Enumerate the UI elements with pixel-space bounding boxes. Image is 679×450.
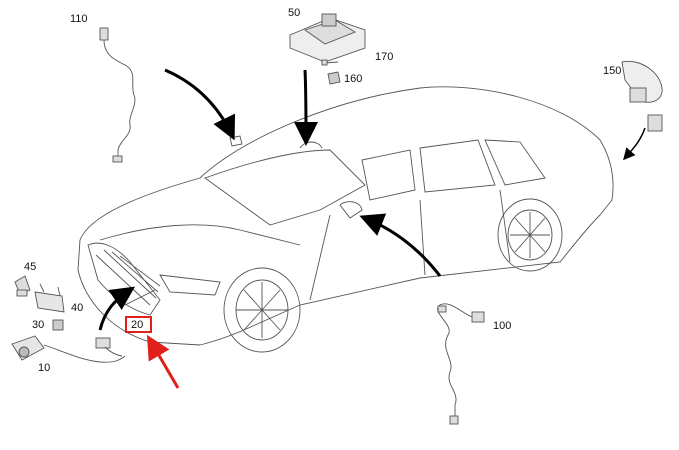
sensor-part-icon-45 (14, 275, 31, 297)
callout-150: 150 (603, 65, 622, 77)
callout-100: 100 (493, 320, 512, 332)
callout-45: 45 (24, 261, 37, 273)
screw-part-icon-170 (321, 59, 339, 66)
callout-30: 30 (32, 319, 45, 331)
callout-170: 170 (375, 51, 394, 63)
camera-part-icon-10 (11, 335, 126, 363)
callout-110: 110 (70, 13, 88, 25)
pointer-arrows (98, 68, 646, 331)
highlight-arrow-icon (146, 334, 180, 389)
callout-40: 40 (71, 302, 84, 314)
clip-part-icon-160 (327, 71, 341, 85)
wiring-harness-icon-110 (99, 27, 136, 163)
camera-module-icon-50 (289, 13, 366, 63)
clip-part-icon-30 (52, 319, 64, 331)
rear-camera-icon-150 (621, 60, 663, 132)
car-outline-icon (77, 86, 614, 353)
bracket-part-icon-40 (34, 283, 65, 313)
wiring-harness-icon-100 (437, 303, 485, 425)
callout-10: 10 (38, 362, 51, 374)
callout-50: 50 (288, 7, 301, 19)
callout-20: 20 (131, 319, 144, 331)
callout-160: 160 (344, 73, 363, 85)
highlighted-callout-20: 20 (125, 316, 152, 333)
